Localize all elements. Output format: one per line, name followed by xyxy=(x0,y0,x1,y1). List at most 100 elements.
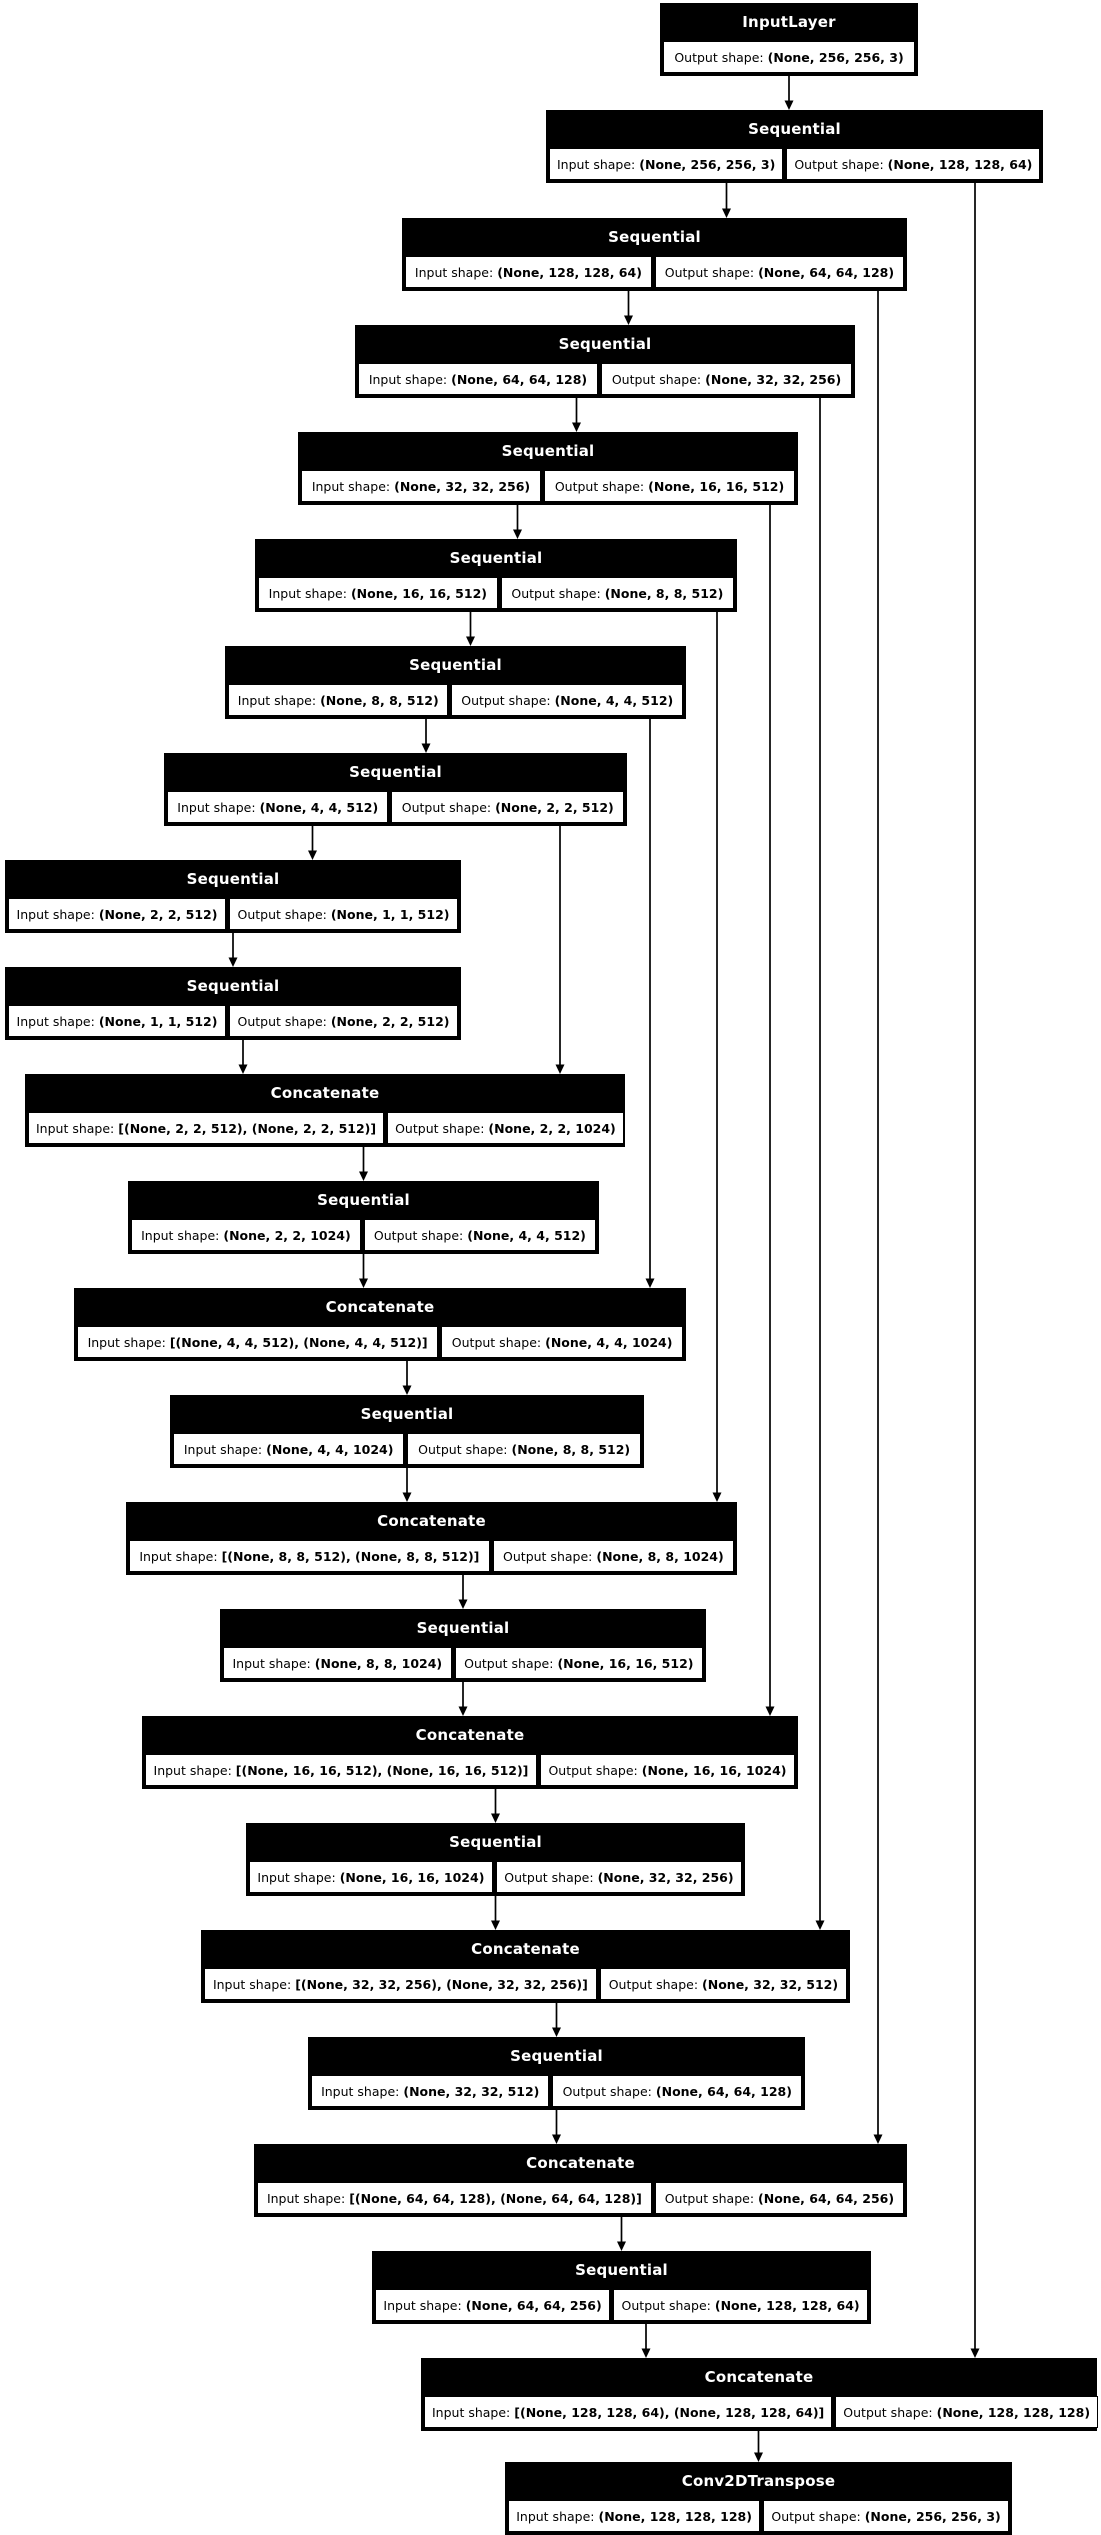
layer-type-label: Sequential xyxy=(449,549,543,567)
edge-arrowhead xyxy=(466,636,475,646)
input-shape-cell: Input shape:(None, 32, 32, 256) xyxy=(301,470,541,502)
input-shape-value: (None, 64, 64, 128) xyxy=(451,371,588,387)
output-shape-cell: Output shape:(None, 256, 256, 3) xyxy=(763,2500,1009,2532)
edge-arrowhead xyxy=(238,1064,248,1074)
output-shape-prefix: Output shape: xyxy=(237,1013,327,1029)
input-shape-cell: Input shape:[(None, 128, 128, 64), (None… xyxy=(424,2396,833,2428)
input-shape-cell: Input shape:[(None, 32, 32, 256), (None,… xyxy=(204,1968,597,2000)
layer-type-label: Concatenate xyxy=(526,2154,635,2172)
edge-arrowhead xyxy=(552,2027,561,2037)
output-shape-prefix: Output shape: xyxy=(794,156,884,172)
input-shape-prefix: Input shape: xyxy=(87,1334,166,1350)
edge-arrowhead xyxy=(784,100,794,110)
input-shape-value: (None, 64, 64, 256) xyxy=(465,2297,602,2313)
input-shape-cell: Input shape:(None, 2, 2, 1024) xyxy=(131,1219,361,1251)
output-shape-value: (None, 256, 256, 3) xyxy=(767,49,904,65)
shape-cells-row: Input shape:(None, 64, 64, 256)Output sh… xyxy=(375,2289,869,2321)
input-shape-value: [(None, 8, 8, 512), (None, 8, 8, 512)] xyxy=(221,1548,480,1564)
input-shape-value: (None, 32, 32, 512) xyxy=(403,2083,540,2099)
output-shape-cell: Output shape:(None, 2, 2, 1024) xyxy=(387,1112,624,1144)
shape-cells-row: Input shape:(None, 2, 2, 512)Output shap… xyxy=(8,898,459,930)
output-shape-cell: Output shape:(None, 8, 8, 1024) xyxy=(492,1540,735,1572)
input-shape-cell: Input shape:(None, 1, 1, 512) xyxy=(8,1005,226,1037)
output-shape-cell: Output shape:(None, 64, 64, 128) xyxy=(552,2075,803,2107)
input-shape-value: (None, 32, 32, 256) xyxy=(394,478,531,494)
output-shape-value: (None, 2, 2, 1024) xyxy=(488,1120,616,1136)
edge-arrowhead xyxy=(712,1492,722,1502)
edge-arrowhead xyxy=(458,1706,468,1716)
output-shape-prefix: Output shape: xyxy=(771,2508,861,2524)
input-shape-value: (None, 2, 2, 512) xyxy=(98,906,218,922)
input-shape-prefix: Input shape: xyxy=(266,2190,346,2206)
input-shape-prefix: Input shape: xyxy=(153,1762,232,1778)
shape-cells-row: Input shape:[(None, 4, 4, 512), (None, 4… xyxy=(77,1326,684,1358)
input-shape-prefix: Input shape: xyxy=(414,264,494,280)
input-shape-prefix: Input shape: xyxy=(16,1013,95,1029)
output-shape-prefix: Output shape: xyxy=(664,264,755,280)
shape-cells-row: Input shape:(None, 128, 128, 128)Output … xyxy=(508,2500,1009,2532)
edge-arrowhead xyxy=(458,1599,468,1609)
input-shape-prefix: Input shape: xyxy=(36,1120,115,1136)
output-shape-value: (None, 64, 64, 128) xyxy=(758,264,895,280)
layer-type-label: Sequential xyxy=(558,335,652,353)
output-shape-value: (None, 64, 64, 128) xyxy=(655,2083,792,2099)
edge-arrowhead xyxy=(815,1920,825,1930)
output-shape-cell: Output shape:(None, 4, 4, 512) xyxy=(451,684,684,716)
layer-type-label: Sequential xyxy=(416,1619,510,1637)
output-shape-prefix: Output shape: xyxy=(461,692,551,708)
input-shape-value: (None, 256, 256, 3) xyxy=(639,156,776,172)
shape-cells-row: Input shape:(None, 2, 2, 1024) Output sha… xyxy=(131,1219,596,1251)
edge-arrowhead xyxy=(754,2452,763,2462)
layer-type-label: Sequential xyxy=(510,2047,603,2065)
output-shape-value: (None, 32, 32, 256) xyxy=(597,1869,734,1885)
edge-arrowhead xyxy=(765,1706,775,1716)
input-shape-value: [(None, 16, 16, 512), (None, 16, 16, 512… xyxy=(235,1762,529,1778)
output-shape-prefix: Output shape: xyxy=(464,1655,554,1671)
layer-type-label: InputLayer xyxy=(742,13,836,31)
input-shape-cell: Input shape:(None, 16, 16, 512) xyxy=(258,577,498,609)
edge-arrowhead xyxy=(645,1278,655,1288)
layer-type-label: Concatenate xyxy=(325,1298,435,1316)
output-shape-value: (None, 128, 128, 64) xyxy=(887,156,1033,172)
input-shape-cell: Input shape:(None, 8, 8, 1024) xyxy=(223,1647,452,1679)
shape-cells-row: Input shape:[(None, 64, 64, 128), (None,… xyxy=(257,2182,905,2214)
output-shape-prefix: Output shape: xyxy=(373,1227,464,1243)
input-shape-prefix: Input shape: xyxy=(232,1655,311,1671)
input-shape-value: [(None, 32, 32, 256), (None, 32, 32, 256… xyxy=(295,1976,588,1992)
input-shape-cell: Input shape:(None, 128, 128, 128) xyxy=(508,2500,761,2532)
edge-arrowhead xyxy=(722,208,731,218)
edge-arrowhead xyxy=(624,315,633,325)
edge-arrowhead xyxy=(359,1278,368,1288)
output-shape-value: (None, 16, 16, 512) xyxy=(648,478,785,494)
edge-arrowhead xyxy=(402,1492,412,1502)
output-shape-prefix: Output shape: xyxy=(608,1976,699,1992)
output-shape-cell: Output shape:(None, 2, 2, 512) xyxy=(391,791,625,823)
shape-cells-row: Input shape:[(None, 2, 2, 512), (None, 2… xyxy=(28,1112,624,1144)
output-shape-value: (None, 16, 16, 1024) xyxy=(641,1762,787,1778)
output-shape-value: (None, 256, 256, 3) xyxy=(864,2508,1001,2524)
input-shape-prefix: Input shape: xyxy=(368,371,448,387)
input-shape-value: [(None, 64, 64, 128), (None, 64, 64, 128… xyxy=(349,2190,642,2206)
input-shape-value: (None, 16, 16, 1024) xyxy=(339,1869,485,1885)
input-shape-prefix: Input shape: xyxy=(257,1869,336,1885)
edge-arrowhead xyxy=(873,2134,883,2144)
edge-arrowhead xyxy=(421,743,431,753)
layer-type-label: Sequential xyxy=(349,763,442,781)
shape-cells-row: Input shape:(None, 4, 4, 1024)Output sha… xyxy=(173,1433,641,1465)
edge-arrowhead xyxy=(552,2134,561,2144)
input-shape-cell: Input shape:(None, 64, 64, 128) xyxy=(358,363,598,395)
output-shape-value: (None, 4, 4, 512) xyxy=(467,1227,586,1243)
output-shape-cell: Output shape:(None, 1, 1, 512) xyxy=(228,898,459,930)
input-shape-cell: Input shape:[(None, 16, 16, 512), (None,… xyxy=(145,1754,537,1786)
input-shape-cell: Input shape:[(None, 2, 2, 512), (None, 2… xyxy=(28,1112,385,1144)
